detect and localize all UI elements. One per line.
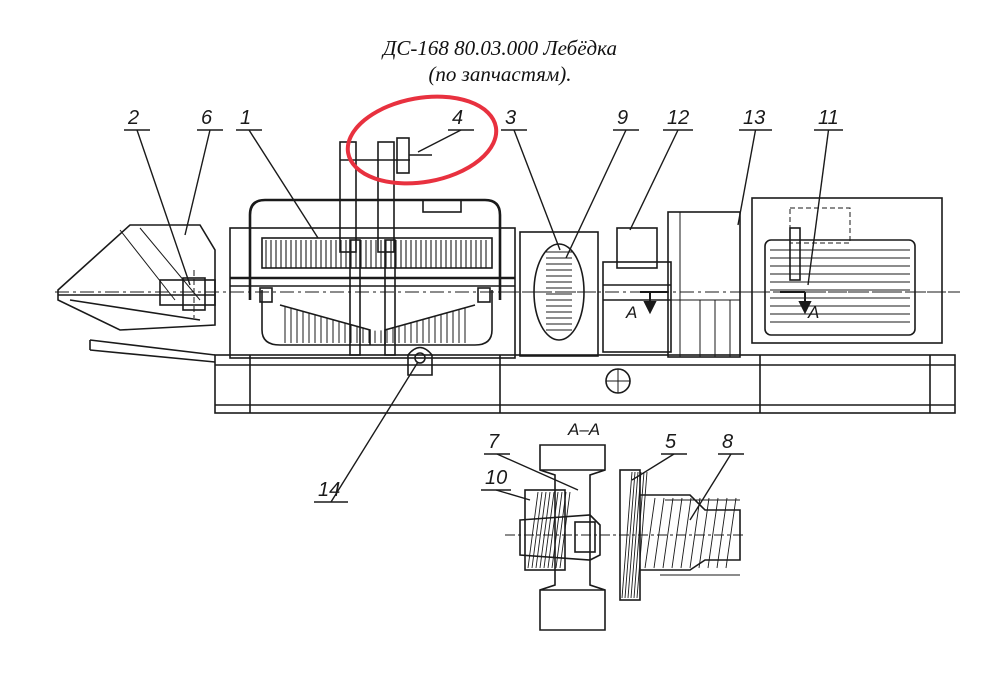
callout-label-1: 1: [240, 107, 251, 129]
section-a-a: [505, 444, 745, 631]
highlight-ellipse: [345, 94, 499, 186]
callout-7: 7: [484, 431, 579, 491]
section-marker-left: A: [625, 303, 637, 322]
callout-8: 8: [689, 431, 744, 521]
section-marker-right: A: [807, 303, 819, 322]
section-markers: [640, 291, 812, 315]
coupling: [602, 227, 672, 353]
callout-11: 11: [807, 107, 843, 286]
callout-label-9: 9: [617, 107, 628, 129]
callout-label-6: 6: [201, 107, 213, 129]
callout-label-8: 8: [722, 431, 733, 453]
electric-motor: [740, 197, 955, 344]
callout-label-5: 5: [665, 431, 677, 453]
callout-1: 1: [236, 107, 319, 239]
base-frame: [89, 339, 956, 414]
hook: [407, 346, 433, 376]
callout-label-2: 2: [127, 107, 139, 129]
cable-guide: [339, 137, 462, 253]
callout-label-7: 7: [488, 431, 500, 453]
callout-label-13: 13: [743, 107, 765, 129]
callout-label-12: 12: [667, 107, 689, 129]
gearbox: [667, 211, 741, 358]
callout-label-14: 14: [318, 479, 340, 501]
callout-label-10: 10: [485, 467, 507, 489]
callout-12: 12: [629, 107, 693, 231]
drawing-title: ДС-168 80.03.000 Лебёдка: [383, 36, 617, 60]
callout-10: 10: [481, 467, 531, 501]
callout-label-3: 3: [505, 107, 516, 129]
section-a-a-label: A–A: [567, 420, 600, 439]
callout-9: 9: [565, 107, 639, 259]
callout-14: 14: [314, 361, 419, 503]
callout-2: 2: [124, 107, 191, 286]
callout-label-11: 11: [818, 107, 839, 129]
shaft-end: [182, 270, 206, 318]
callout-4: 4: [417, 107, 474, 153]
drawing-subtitle: (по запчастям).: [428, 62, 572, 86]
callout-6: 6: [184, 107, 223, 236]
drum: [229, 198, 516, 376]
callout-3: 3: [501, 107, 561, 251]
callout-5: 5: [631, 431, 687, 481]
callout-13: 13: [737, 107, 772, 226]
callout-label-4: 4: [452, 107, 463, 129]
